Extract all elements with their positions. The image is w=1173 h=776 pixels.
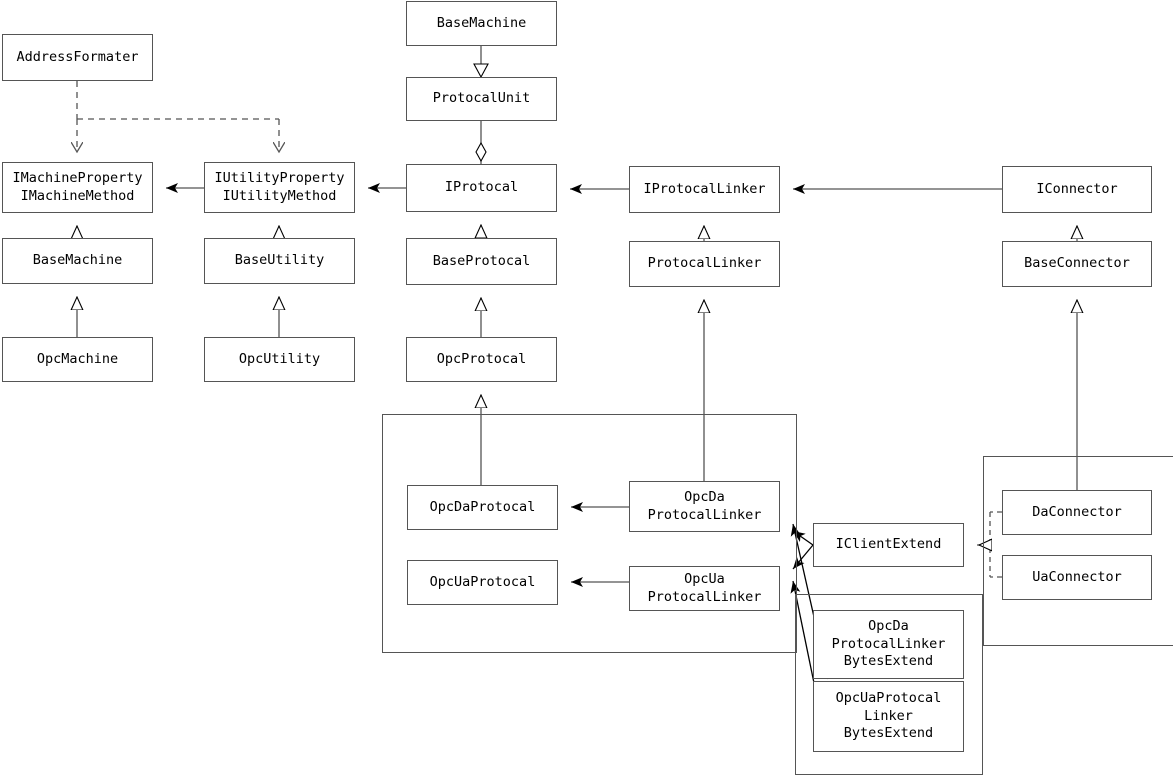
class-box-DaConnector[interactable]: DaConnector xyxy=(1002,490,1152,535)
class-box-label: OpcDaProtocal xyxy=(429,498,536,515)
class-box-OpcDaProtocalLinkerBytesExtend[interactable]: OpcDa ProtocalLinker BytesExtend xyxy=(813,610,964,679)
class-box-OpcUaProtocal[interactable]: OpcUaProtocal xyxy=(407,560,558,605)
class-box-OpcDaProtocal[interactable]: OpcDaProtocal xyxy=(407,485,558,530)
class-box-IMachineProperty[interactable]: IMachineProperty IMachineMethod xyxy=(2,162,153,213)
class-box-label: BaseMachine xyxy=(32,252,123,269)
group-box-protocal-linker xyxy=(382,414,797,653)
class-box-UaConnector[interactable]: UaConnector xyxy=(1002,555,1152,600)
class-box-label: OpcUaProtocal Linker BytesExtend xyxy=(835,690,942,742)
class-box-BaseMachine[interactable]: BaseMachine xyxy=(2,238,153,284)
class-box-AddressFormater[interactable]: AddressFormater xyxy=(2,34,153,81)
class-box-OpcProtocal[interactable]: OpcProtocal xyxy=(406,337,557,382)
class-box-label: ProtocalUnit xyxy=(432,90,531,107)
class-box-BaseMachineTop[interactable]: BaseMachine xyxy=(406,1,557,46)
class-box-label: IProtocal xyxy=(444,179,519,196)
class-box-OpcMachine[interactable]: OpcMachine xyxy=(2,337,153,382)
class-box-label: BaseConnector xyxy=(1024,255,1130,272)
class-box-IProtocalLinker[interactable]: IProtocalLinker xyxy=(629,166,780,213)
class-box-label: IProtocalLinker xyxy=(643,180,766,197)
class-box-label: OpcUtility xyxy=(238,350,321,367)
class-box-label: BaseUtility xyxy=(234,252,325,269)
class-box-IUtilityProperty[interactable]: IUtilityProperty IUtilityMethod xyxy=(204,162,355,213)
class-box-label: OpcDa ProtocalLinker xyxy=(647,488,762,523)
class-box-label: OpcMachine xyxy=(36,350,119,367)
class-box-label: IConnector xyxy=(1036,180,1118,197)
class-box-BaseUtility[interactable]: BaseUtility xyxy=(204,238,355,284)
class-box-BaseProtocal[interactable]: BaseProtocal xyxy=(406,238,557,285)
class-box-OpcDaProtocalLinker[interactable]: OpcDa ProtocalLinker xyxy=(629,481,780,532)
class-box-label: BaseProtocal xyxy=(432,252,531,269)
class-box-BaseConnector[interactable]: BaseConnector xyxy=(1002,241,1152,287)
class-box-label: OpcUaProtocal xyxy=(429,573,536,590)
class-box-label: AddressFormater xyxy=(16,48,139,65)
class-box-label: OpcProtocal xyxy=(436,350,527,367)
class-box-OpcUtility[interactable]: OpcUtility xyxy=(204,337,355,382)
class-box-label: IClientExtend xyxy=(835,536,942,553)
group-box-connector xyxy=(983,456,1173,646)
class-box-label: DaConnector xyxy=(1032,503,1122,520)
class-box-label: IMachineProperty IMachineMethod xyxy=(12,169,143,204)
class-box-IProtocal[interactable]: IProtocal xyxy=(406,164,557,212)
class-box-label: OpcDa ProtocalLinker BytesExtend xyxy=(831,618,946,670)
class-box-ProtocalUnit[interactable]: ProtocalUnit xyxy=(406,77,557,121)
class-box-OpcUaProtocalLinkerBytesExtend[interactable]: OpcUaProtocal Linker BytesExtend xyxy=(813,681,964,752)
class-box-label: UaConnector xyxy=(1032,568,1122,585)
class-box-IClientExtend[interactable]: IClientExtend xyxy=(813,523,964,567)
class-box-label: BaseMachine xyxy=(436,14,527,31)
class-box-label: ProtocalLinker xyxy=(647,255,762,272)
class-box-OpcUaProtocalLinker[interactable]: OpcUa ProtocalLinker xyxy=(629,566,780,611)
class-box-IConnector[interactable]: IConnector xyxy=(1002,166,1152,213)
class-box-label: OpcUa ProtocalLinker xyxy=(647,570,762,605)
class-box-label: IUtilityProperty IUtilityMethod xyxy=(214,169,345,204)
class-box-ProtocalLinker[interactable]: ProtocalLinker xyxy=(629,241,780,287)
